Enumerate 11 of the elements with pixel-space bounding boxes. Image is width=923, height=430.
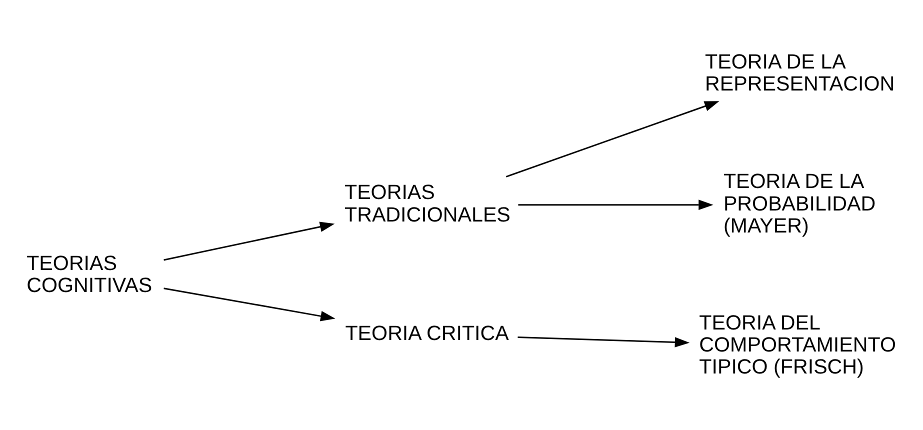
node-text: TEORIA CRITICA	[345, 321, 509, 344]
arrow	[506, 100, 720, 177]
node-text: TEORIAS COGNITIVAS	[26, 251, 152, 296]
arrow	[164, 287, 336, 321]
node-text: TEORIAS TRADICIONALES	[344, 180, 510, 226]
arrow	[164, 221, 335, 260]
node-text: TEORIA DE LA REPRESENTACION	[705, 50, 895, 95]
node-text: TEORIA DE LA PROBABILIDAD (MAYER)	[723, 170, 876, 237]
arrow	[518, 336, 690, 347]
node-text: TEORIA DEL COMPORTAMIENTO TIPICO (FRISCH)	[699, 310, 896, 378]
arrow	[518, 199, 714, 210]
